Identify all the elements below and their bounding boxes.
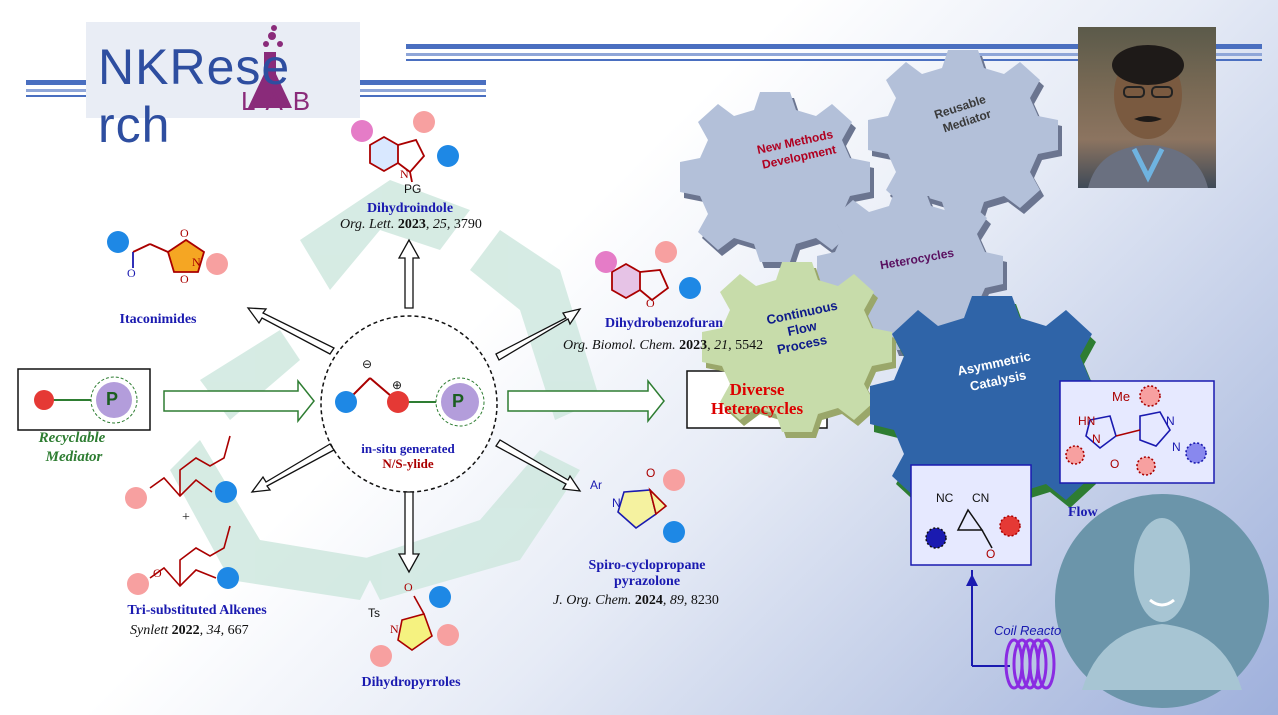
ar-label: Ar <box>590 478 602 492</box>
ylide-label-2: N/S-ylide <box>382 456 434 471</box>
p-sphere <box>441 383 479 421</box>
o-label-flow: O <box>1110 457 1120 471</box>
green-arrows <box>163 378 665 424</box>
diverse-label-2: Heterocycles <box>710 399 804 418</box>
dihydrobenzofuran-title: Dihydrobenzofuran <box>605 316 723 331</box>
cyclopropane-structure <box>925 508 1021 549</box>
alkene-structure-2 <box>127 525 239 595</box>
o-atom-3: O <box>127 266 136 280</box>
nc-label: NC <box>936 491 954 505</box>
dihydrobenzofuran-citation: Org. Biomol. Chem. 2023, 21, 5542 <box>563 338 764 353</box>
plus-symbol: + <box>182 510 190 525</box>
spiro-structure <box>617 469 685 543</box>
logo-subtext: LAB <box>241 86 321 116</box>
spiro-title-2: pyrazolone <box>613 574 681 589</box>
o-atom-alkene: O <box>153 566 162 580</box>
diverse-label-1: Diverse <box>729 380 785 399</box>
avatar <box>1055 494 1269 708</box>
n-atom-spiro: N <box>612 496 621 510</box>
gear-continuous-flow <box>702 262 896 438</box>
dihydroindole-structure <box>351 111 459 183</box>
mediator-label-2: Mediator <box>45 449 103 465</box>
itaconimide-structure <box>107 231 228 275</box>
dihydrobenzofuran-structure <box>595 241 701 302</box>
n-atom-pyrrole: N <box>390 622 399 636</box>
logo-text: NKRese rch <box>98 39 291 153</box>
me-label: Me <box>1112 389 1131 404</box>
pyrazolone-structure <box>1065 385 1207 476</box>
o-atom-2: O <box>180 272 189 286</box>
dihydropyrrole-structure <box>370 586 459 667</box>
o-atom-1: O <box>180 226 189 240</box>
o-label-cp: O <box>986 547 996 561</box>
alkenes-title: Tri-substituted Alkenes <box>127 603 267 618</box>
plus-sign: ⊕ <box>392 378 403 392</box>
dihydroindole-citation: Org. Lett. 2023, 25, 3790 <box>340 217 482 232</box>
minus-sign: ⊖ <box>362 357 373 371</box>
spiro-citation: J. Org. Chem. 2024, 89, 8230 <box>553 593 719 608</box>
o-atom-spiro: O <box>646 466 656 480</box>
dihydropyrroles-title: Dihydropyrroles <box>361 675 461 690</box>
pg-label: PG <box>404 182 422 196</box>
mediator-p-label: P <box>106 389 119 409</box>
n-label-1: N <box>1092 432 1101 446</box>
o-atom-pyrrole: O <box>404 580 413 594</box>
alkenes-citation: Synlett 2022, 34, 667 <box>130 623 249 638</box>
p-sphere-mediator <box>96 382 132 418</box>
red-dot <box>387 391 409 413</box>
n-atom-ita: N <box>192 255 201 269</box>
o-atom-dbf: O <box>646 296 655 310</box>
cn-label: CN <box>972 491 990 505</box>
mediator-label-1: Recyclable <box>38 430 106 446</box>
flask-icon <box>248 25 292 108</box>
n-label-2: N <box>1166 414 1175 428</box>
flow-label: Flow <box>1068 505 1098 520</box>
blue-dot <box>335 391 357 413</box>
lab-logo: NKRese rch LAB <box>86 22 360 153</box>
gear-new-methods <box>680 92 874 268</box>
n-label-3: N <box>1172 440 1181 454</box>
researcher-photo <box>1078 27 1216 188</box>
n-atom: N <box>400 167 409 181</box>
dihydroindole-title: Dihydroindole <box>366 201 454 216</box>
spiro-title-1: Spiro-cyclopropane <box>588 558 706 573</box>
coil-reactor <box>966 570 1056 690</box>
ylide-circle <box>320 315 498 493</box>
itaconimides-title: Itaconimides <box>119 312 197 327</box>
person-icon <box>1088 45 1208 188</box>
alkene-structure-1 <box>125 435 237 509</box>
ylide-label-1: in-situ generated <box>361 441 455 456</box>
hn-label: HN <box>1078 414 1096 428</box>
product-arrows <box>246 238 582 574</box>
ts-label: Ts <box>368 606 380 620</box>
p-label: P <box>452 391 465 411</box>
gear-reusable <box>868 50 1062 226</box>
red-sphere <box>34 390 54 410</box>
coil-reactor-label: Coil Reacto <box>994 623 1062 638</box>
pyrazolone-box <box>1059 380 1215 484</box>
ylide-structure <box>335 377 485 427</box>
